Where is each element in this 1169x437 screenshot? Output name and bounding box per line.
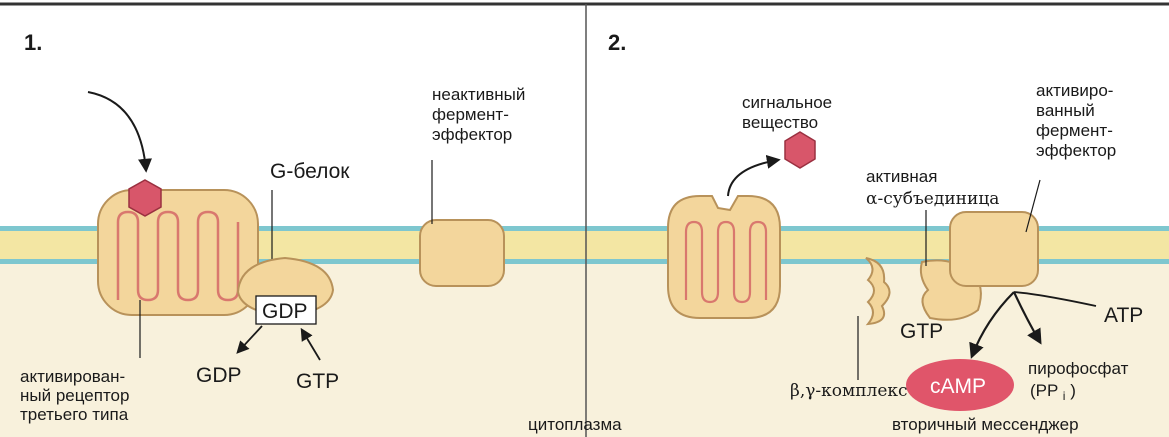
gdp-bound-label: GDP <box>262 300 308 323</box>
receptor-panel2 <box>668 196 780 318</box>
active-enzyme-label: активиро- ванный фермент- эффектор <box>1036 81 1118 160</box>
g-protein-label: G-белок <box>270 160 350 183</box>
gtp-bound-label: GTP <box>900 320 943 343</box>
signal-molecule-free <box>785 132 815 168</box>
cytoplasm-label: цитоплазма <box>528 415 622 434</box>
camp-label: cAMP <box>930 375 986 398</box>
active-enzyme <box>950 212 1038 286</box>
gtp-incoming-label: GTP <box>296 370 339 393</box>
atp-label: ATP <box>1104 304 1143 327</box>
beta-gamma-label: β,γ-комплекс <box>790 381 908 401</box>
signal-release-arrow <box>728 160 778 196</box>
receptor-panel1 <box>98 190 258 315</box>
signal-label: сигнальное вещество <box>742 93 837 132</box>
signal-arrow-panel1 <box>88 92 146 170</box>
panel2-number: 2. <box>608 30 626 55</box>
second-messenger-label: вторичный мессенджер <box>892 415 1079 434</box>
receptor-label: активирован- ный рецептор третьего типа <box>20 367 134 424</box>
alpha-label-line2: α-субъединица <box>866 189 999 209</box>
gdp-released-label: GDP <box>196 364 242 387</box>
panel1-number: 1. <box>24 30 42 55</box>
inactive-enzyme <box>420 220 504 286</box>
inactive-enzyme-label: неактивный фермент- эффектор <box>432 85 530 144</box>
alpha-label-line1: активная <box>866 167 937 186</box>
